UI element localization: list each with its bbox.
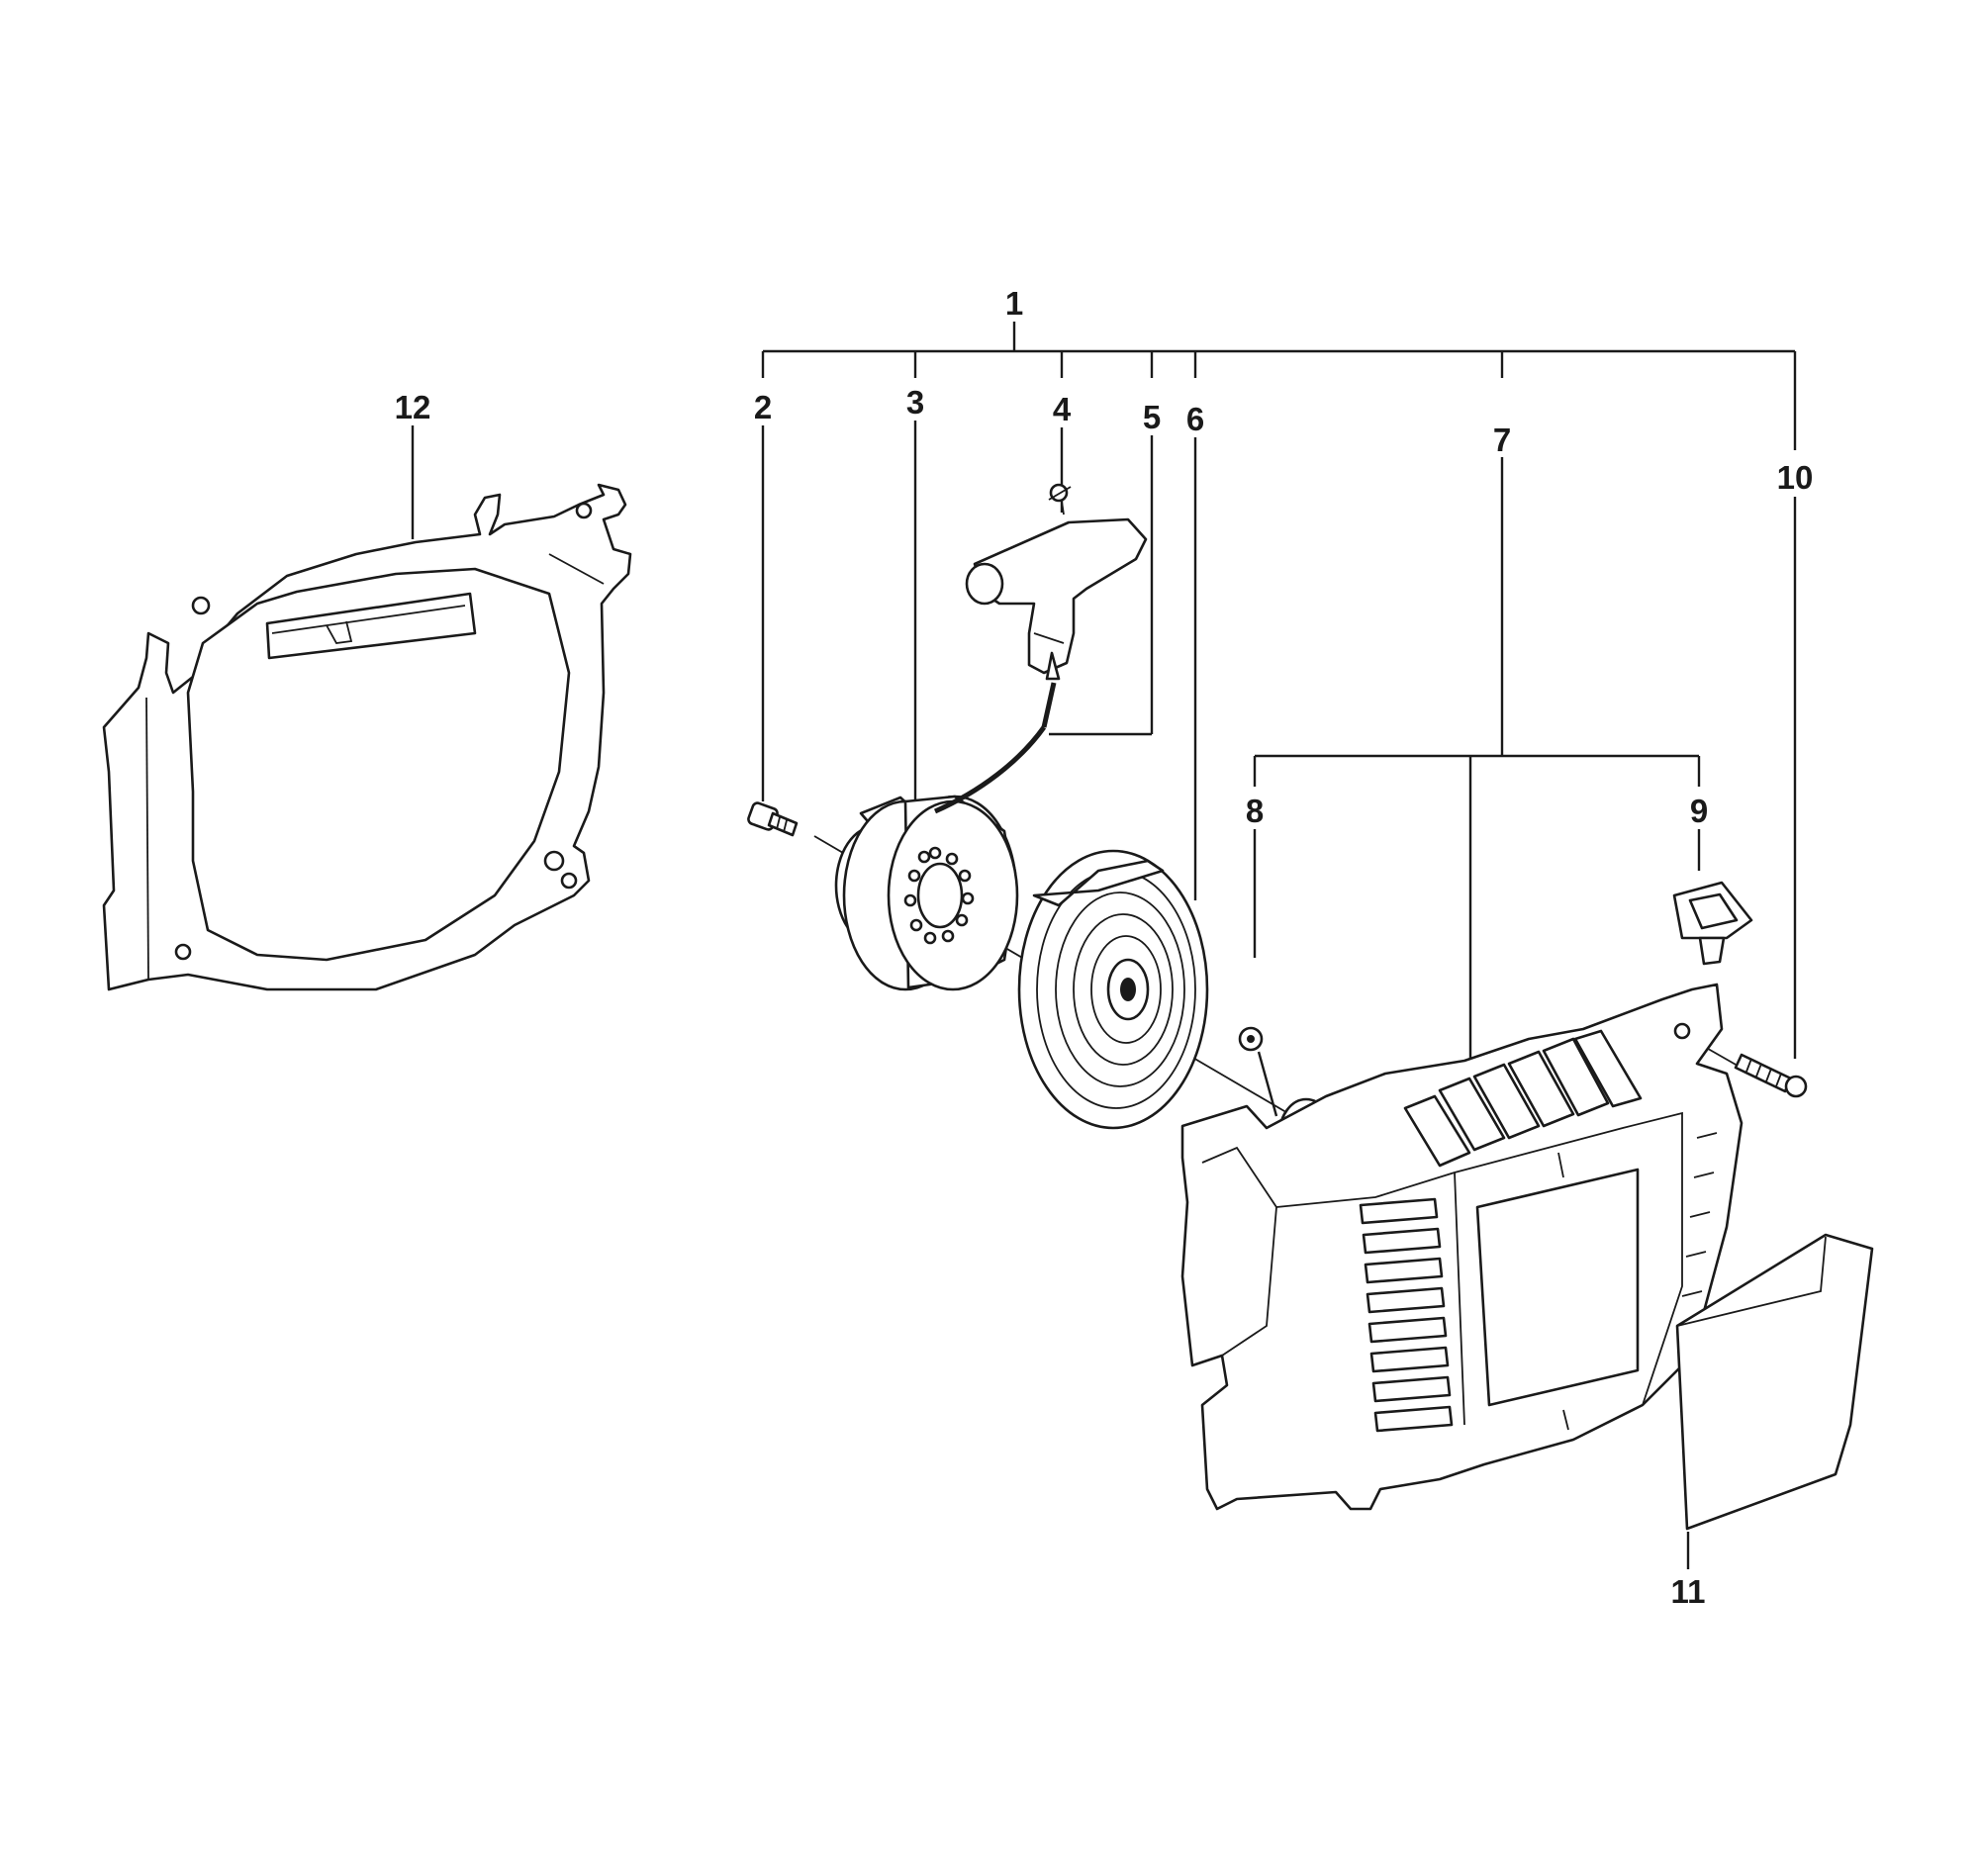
part-4-starter-handle xyxy=(965,483,1148,681)
label-4: 4 xyxy=(1053,391,1072,427)
label-11: 11 xyxy=(1671,1573,1706,1610)
label-12: 12 xyxy=(395,389,431,425)
label-8: 8 xyxy=(1246,793,1264,829)
part-9-grommet xyxy=(1672,881,1753,966)
label-6: 6 xyxy=(1186,401,1204,437)
part-6-recoil-spring xyxy=(1017,849,1209,1130)
part-10-screw xyxy=(1734,1053,1808,1098)
part-11-decal xyxy=(1675,1233,1874,1531)
part-5-rope xyxy=(933,682,1057,814)
label-9: 9 xyxy=(1690,793,1708,829)
part-3-rope-pulley xyxy=(834,795,1019,991)
label-7: 7 xyxy=(1493,422,1511,458)
part-12-fan-housing xyxy=(102,483,632,991)
label-3: 3 xyxy=(906,384,924,421)
callout-labels: 1 2 3 4 5 6 7 8 9 10 11 12 xyxy=(395,285,1814,1610)
part-7-starter-cover xyxy=(1180,983,1743,1511)
label-10: 10 xyxy=(1777,459,1814,496)
label-5: 5 xyxy=(1143,399,1161,435)
label-2: 2 xyxy=(754,389,772,425)
part-2-screw xyxy=(747,801,799,837)
label-1: 1 xyxy=(1005,285,1023,322)
